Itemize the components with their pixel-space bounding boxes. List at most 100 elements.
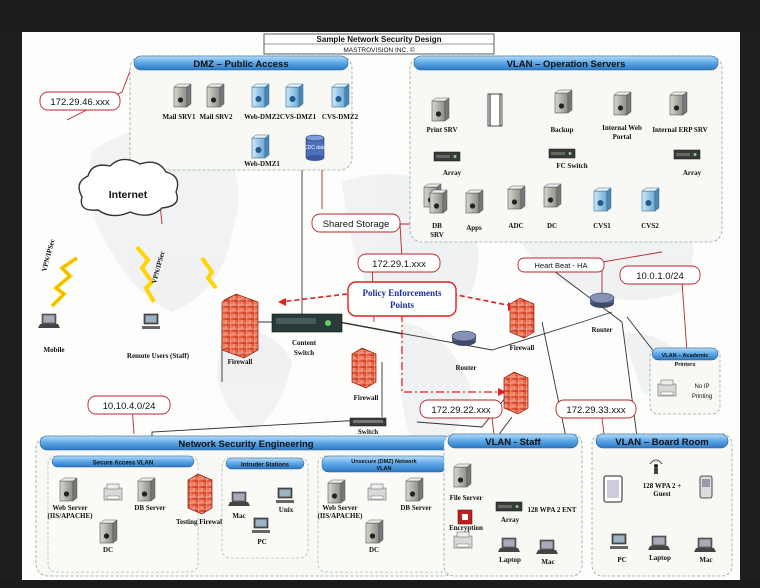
group-board-title: VLAN – Board Room [615, 437, 708, 448]
group-vlan-board-room: VLAN – Board Room 128 WPA 2 + Guest PC L… [591, 433, 733, 577]
group-academic-printers: VLAN – Academic Printers No IP Printing [649, 347, 721, 415]
network-diagram: Sample Network Security Design MASTROVIS… [35, 33, 733, 577]
unsecure-dc-label: DC [369, 546, 379, 554]
shared-storage-label: Shared Storage [323, 219, 390, 230]
internal-web-label-1: Internal Web [602, 124, 642, 132]
cvs-dmz2-server-icon [331, 83, 350, 108]
unsecure-db-label: DB Server [400, 504, 431, 512]
group-vlan-operation-servers: VLAN – Operation Servers Print SRV Backu… [409, 55, 723, 243]
unsecure-title-2: VLAN [377, 466, 392, 472]
staff-file-server-icon [453, 463, 472, 488]
staff-array-label: Array [501, 516, 520, 524]
router-center-icon [451, 330, 477, 347]
content-switch-label-1: Content [292, 339, 317, 347]
testing-firewall-icon [187, 473, 213, 515]
internet-label: Internet [109, 189, 148, 201]
adc-server-icon [507, 185, 526, 210]
adc-label: ADC [508, 222, 523, 230]
cvs1-server-icon [593, 187, 612, 212]
intruder-mac-label: Mac [232, 512, 245, 520]
srv-label: SRV [430, 231, 444, 239]
diagram-title-box: Sample Network Security Design MASTROVIS… [263, 33, 495, 55]
unsecure-web-label-2: (IIS/APACHE) [318, 512, 364, 520]
dc-server-icon [543, 183, 562, 208]
mail-srv1-label: Mail SRV1 [162, 113, 196, 121]
internal-erp-label: Internal ERP SRV [652, 126, 707, 134]
firewall-right-icon [509, 297, 535, 339]
router-center-label: Router [456, 364, 477, 372]
unsecure-web-server-icon [327, 479, 346, 504]
print-srv-label: Print SRV [426, 126, 457, 134]
board-tablet-icon [603, 475, 623, 503]
board-pc-label: PC [617, 556, 626, 564]
cvs-dmz2-label: CVS-DMZ2 [322, 113, 359, 121]
bottom-letterbox [0, 580, 760, 588]
router-right-icon [589, 292, 615, 309]
array-appliance-left-icon [433, 151, 461, 162]
cvs-dmz1-server-icon [285, 83, 304, 108]
fc-switch-label: FC Switch [556, 162, 587, 170]
unsecure-title-1: Unsecure (DMZ) Network [351, 459, 417, 465]
db-label: DB [432, 222, 442, 230]
board-wpa-label-1: 128 WPA 2 + [643, 482, 682, 490]
mail-server-2-icon [206, 83, 225, 108]
group-dmz: DMZ – Public Access CDC data Mail SRV1 M… [129, 55, 359, 171]
firewall-lower-icon [351, 347, 377, 389]
content-switch-icon [271, 313, 343, 333]
policy-enforcement-callout: Policy Enforcements Points [347, 281, 457, 317]
web-dmz1-server-icon [251, 134, 270, 159]
unsecure-dc-icon [365, 519, 384, 544]
board-laptop-label: Laptop [649, 554, 671, 562]
secure-web-server-icon [59, 477, 78, 502]
staff-file-server-label: File Server [450, 494, 483, 502]
cvs2-server-icon [641, 187, 660, 212]
secure-web-label-2: (IIS/APACHE) [48, 512, 94, 520]
ip-dmz: 172.29.46.xxx [50, 97, 109, 108]
web-dmz1-label: Web-DMZ1 [244, 160, 280, 168]
remote-users-label: Remote Users (Staff) [127, 352, 190, 360]
backup-server-icon [554, 89, 573, 114]
rack-icon [487, 93, 503, 127]
board-pc-icon [609, 533, 629, 550]
group-vlan-staff: VLAN - Staff File Server Array Encryptio… [443, 433, 583, 577]
vpn-label-1: VPN/IPSec [40, 238, 56, 272]
firewall-main-large [221, 293, 259, 359]
firewall-staff-icon [503, 371, 529, 415]
group-staff-title: VLAN - Staff [485, 437, 541, 448]
secure-dc-icon [99, 519, 118, 544]
apps-label: Apps [466, 224, 482, 232]
staff-encryption-icon [457, 509, 473, 525]
secure-db-label: DB Server [134, 504, 165, 512]
apps-server-icon [465, 189, 484, 214]
staff-wpa-label: 128 WPA 2 ENT [528, 506, 577, 514]
internal-web-portal-icon [613, 91, 632, 116]
academic-title-2: Printers [675, 362, 696, 368]
mobile-laptop-icon [37, 313, 61, 329]
unsecure-web-label-1: Web Server [322, 504, 357, 512]
cvs2-label: CVS2 [641, 222, 659, 230]
secure-vlan-title: Secure Access VLAN [93, 461, 153, 467]
no-ip-label: No IP [694, 384, 709, 390]
backup-label: Backup [551, 126, 574, 134]
firewall-right-label: Firewall [510, 344, 535, 352]
router-right-label: Router [592, 326, 613, 334]
cdc-database-label: CDC data [304, 145, 326, 151]
testing-firewall-label: Testing Firewall [176, 518, 224, 526]
intruder-unix-label: Unix [279, 506, 294, 514]
ip-ops: 172.29.1.xxx [372, 259, 426, 270]
group-dmz-title: DMZ – Public Access [193, 59, 288, 70]
secure-web-label-1: Web Server [52, 504, 87, 512]
mobile-label: Mobile [44, 346, 65, 354]
policy-label-1: Policy Enforcements [362, 288, 442, 298]
ip-academic: 10.0.1.0/24 [636, 271, 684, 282]
staff-laptop-label: Laptop [499, 556, 521, 564]
array-right-label: Array [683, 169, 702, 177]
intruder-pc-icon [251, 517, 271, 534]
switch-icon [349, 417, 387, 427]
intruder-unix-icon [275, 487, 295, 504]
intruder-title: Intruder Stations [241, 463, 290, 469]
policy-label-2: Points [390, 300, 415, 310]
cdc-database-icon [305, 134, 325, 161]
group-vlan-ops-title: VLAN – Operation Servers [507, 59, 626, 70]
secure-db-server-icon [137, 477, 156, 502]
